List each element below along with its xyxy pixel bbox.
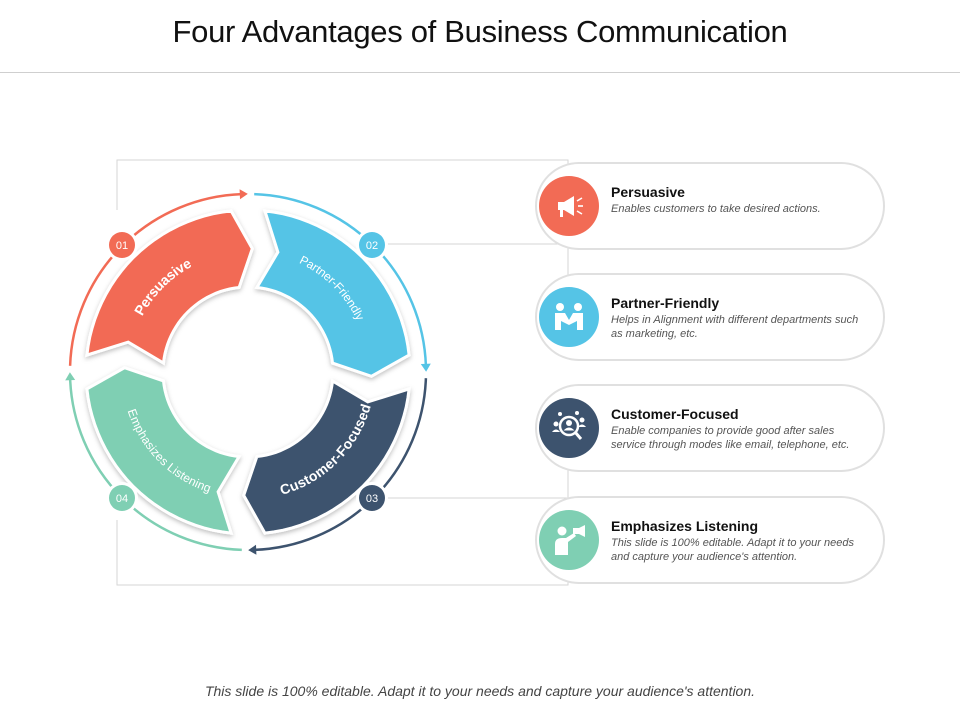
advantage-title: Persuasive [611, 184, 685, 200]
step-number: 02 [366, 240, 378, 252]
step-number-badge [109, 485, 135, 511]
step-number: 01 [116, 240, 128, 252]
customer-search-icon [539, 398, 599, 458]
footer-note: This slide is 100% editable. Adapt it to… [204, 683, 756, 699]
step-number: 03 [366, 493, 378, 505]
megaphone-icon [539, 176, 599, 236]
listening-person-icon [539, 510, 599, 570]
cycle-arrowhead [239, 189, 248, 200]
cycle-segment-3 [242, 378, 411, 535]
step-number-badge [359, 232, 385, 258]
cycle-arrowhead [65, 372, 76, 381]
cycle-arrowhead [420, 363, 431, 372]
cycle-segment-4 [85, 366, 242, 535]
advantage-title: Customer-Focused [611, 406, 739, 422]
cycle-arrowhead [248, 544, 257, 555]
advantage-title: Emphasizes Listening [611, 518, 759, 534]
advantage-description: Enable companies to provide good after s… [611, 425, 850, 451]
step-number-badge [109, 232, 135, 258]
cycle-segment-2 [254, 209, 411, 378]
page-title: Four Advantages of Business Communicatio… [172, 14, 788, 49]
advantage-description: This slide is 100% editable. Adapt it to… [611, 537, 854, 563]
handshake-icon [539, 287, 599, 347]
step-number-badge [359, 485, 385, 511]
step-number: 04 [116, 493, 128, 505]
advantage-title: Partner-Friendly [611, 295, 720, 311]
cycle-segment-1 [85, 209, 254, 366]
advantage-description: Helps in Alignment with different depart… [611, 314, 859, 340]
advantage-description: Enables customers to take desired action… [611, 203, 821, 215]
title-divider [0, 72, 960, 73]
